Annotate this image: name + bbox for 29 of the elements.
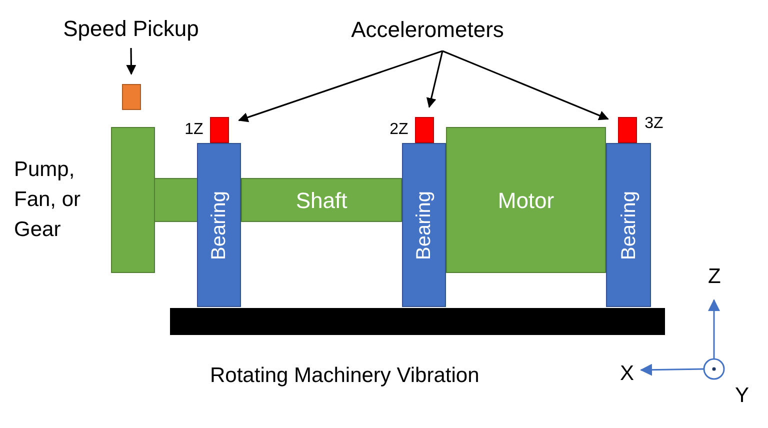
- caption: Rotating Machinery Vibration: [210, 363, 480, 389]
- sensor-label: 2Z: [388, 120, 410, 140]
- bearing-label: Bearing: [207, 190, 231, 260]
- arrow: [426, 50, 444, 108]
- bearing-block: [606, 143, 651, 307]
- arrow: [126, 48, 136, 75]
- axis-label: X: [620, 361, 634, 387]
- component-label: Pump, Fan, or Gear: [14, 157, 82, 243]
- shaft-label: Shaft: [296, 186, 348, 214]
- bearing-label: Bearing: [616, 190, 640, 260]
- axis-label: Y: [735, 383, 750, 409]
- speed-pickup-sensor: [122, 84, 141, 110]
- base-plate: [170, 308, 665, 335]
- pump-block: [111, 127, 155, 273]
- arrow: [238, 50, 443, 122]
- arrow: [442, 50, 609, 120]
- bearing-block: [402, 143, 446, 307]
- motor-block: Motor: [446, 127, 606, 273]
- callout-text: Accelerometers: [340, 12, 515, 46]
- axis-label: Z: [708, 264, 721, 290]
- sensor-label: 3Z: [644, 114, 664, 134]
- callout-text: Speed Pickup: [50, 12, 212, 44]
- accelerometer-sensor: [210, 117, 229, 143]
- bearing-block: [197, 143, 241, 307]
- sensor-label: 1Z: [184, 120, 204, 140]
- shaft: [241, 178, 402, 222]
- accelerometer-sensor: [618, 117, 637, 143]
- accelerometer-sensor: [415, 117, 434, 143]
- bearing-label: Bearing: [412, 190, 436, 260]
